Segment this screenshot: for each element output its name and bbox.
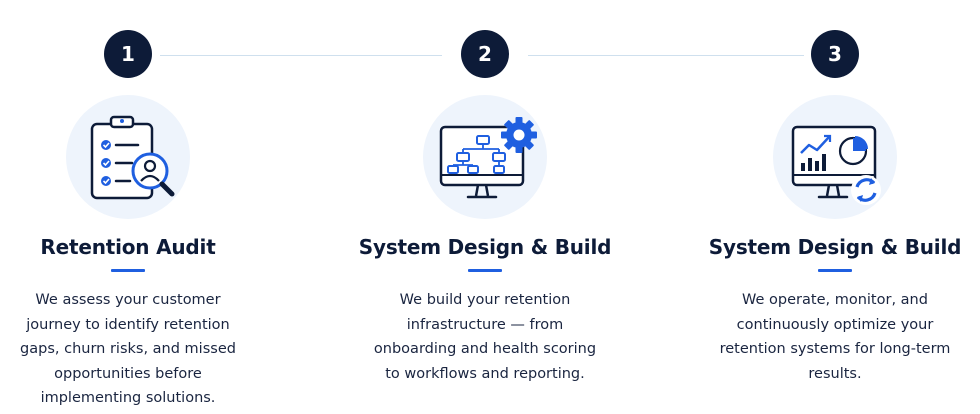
title-underline (468, 269, 502, 272)
step-1: 1 Retention Audit We assess your custome… (0, 0, 278, 414)
monitor-flowchart-gear-icon (423, 95, 547, 219)
step-title: System Design & Build (708, 235, 962, 259)
connector-line-2-3 (528, 55, 804, 56)
step-number-badge: 1 (104, 30, 152, 78)
monitor-analytics-refresh-icon (773, 95, 897, 219)
step-number-badge: 3 (811, 30, 859, 78)
step-title: Retention Audit (40, 235, 216, 259)
step-title: System Design & Build (358, 235, 612, 259)
clipboard-search-icon (66, 95, 190, 219)
title-underline (818, 269, 852, 272)
connector-line-1-2 (160, 55, 442, 56)
step-number-badge: 2 (461, 30, 509, 78)
step-description: We assess your customer journey to ident… (20, 292, 236, 406)
step-description: We build your retention infrastructure —… (373, 292, 597, 382)
step-3: 3 System Desig (685, 0, 980, 414)
step-2: 2 (335, 0, 635, 414)
step-description: We operate, monitor, and continuously op… (719, 292, 951, 382)
title-underline (111, 269, 145, 272)
